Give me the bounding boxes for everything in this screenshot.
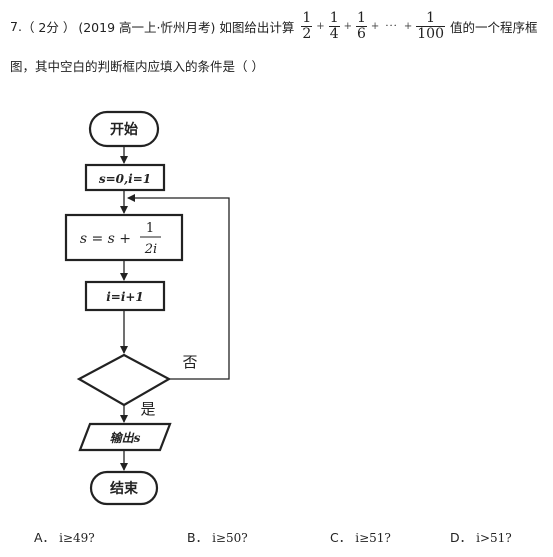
plus-sign: + [403, 20, 413, 32]
start-label: 开始 [110, 121, 138, 138]
question-number: 7. [10, 18, 22, 34]
yes-branch-label: 是 [140, 400, 155, 418]
question-prefix: 如图给出计算 [219, 19, 295, 35]
option-expression: i≥51? [355, 531, 391, 545]
option-letter: B． [187, 530, 209, 545]
output-parallelogram [78, 422, 172, 452]
arrow-no-loop-back [127, 194, 230, 380]
ellipsis: ··· [385, 20, 398, 32]
option-expression: i≥49? [59, 531, 95, 545]
option-a[interactable]: A．i≥49? [34, 527, 95, 546]
end-label: 结束 [110, 480, 139, 497]
init-process-box [84, 163, 166, 192]
option-letter: C． [330, 530, 352, 545]
no-branch-label: 否 [182, 353, 197, 371]
question-suffix: 值的一个程序框 [449, 19, 538, 35]
increment-process-box [84, 280, 166, 312]
option-letter: A． [34, 530, 56, 545]
plus-sign: + [316, 20, 325, 32]
end-terminal [89, 470, 159, 506]
flowchart: 开始 s=0,i=1 s = s + 1 2i i=i+1 否 是 输出s 结束 [64, 110, 230, 506]
option-b[interactable]: B．i≥50? [187, 527, 248, 546]
answer-options: A．i≥49? B．i≥50? C．i≥51? D．i>51? [0, 527, 553, 547]
question-score: （ 2分 ） [21, 19, 76, 35]
option-letter: D． [450, 530, 473, 545]
decision-diamond [76, 353, 172, 407]
assign-process-box [64, 213, 184, 262]
output-label: 输出s [110, 431, 141, 445]
option-expression: i≥50? [212, 531, 248, 545]
start-terminal [88, 110, 160, 148]
option-c[interactable]: C．i≥51? [330, 527, 391, 546]
increment-label: i=i+1 [106, 290, 144, 304]
assign-denominator: 2i [144, 242, 157, 257]
option-d[interactable]: D．i>51? [450, 527, 512, 546]
plus-sign: + [370, 20, 380, 32]
option-expression: i>51? [476, 531, 512, 545]
init-label: s=0,i=1 [99, 172, 151, 186]
assign-lhs: s = s + [80, 231, 131, 247]
plus-sign: + [343, 20, 352, 32]
assign-numerator: 1 [146, 221, 154, 236]
question-source: (2019 高一上·忻州月考) [78, 19, 216, 35]
question-line-2: 图，其中空白的判断框内应填入的条件是（ ） [10, 59, 264, 74]
